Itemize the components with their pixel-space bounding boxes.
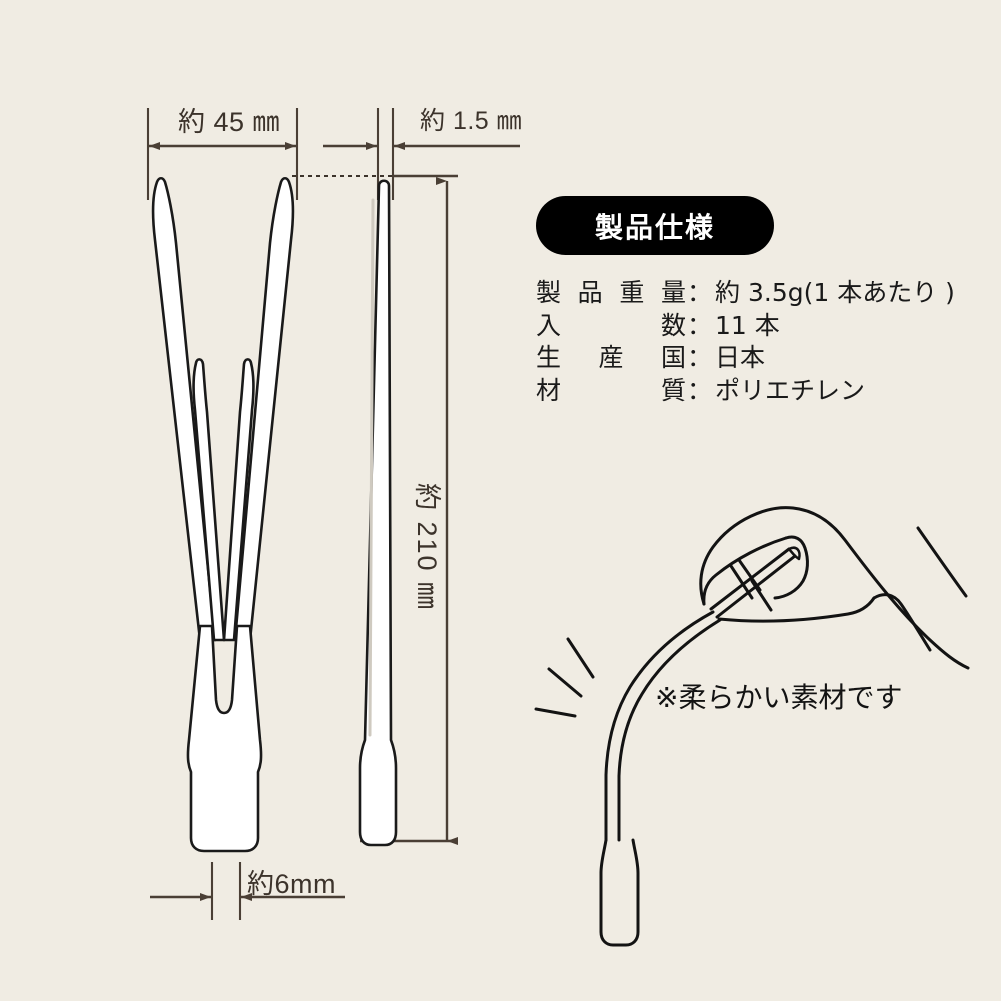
spec-label-weight: 製品重量 — [536, 278, 686, 307]
spec-row-material: 材質 ： ポリエチレン — [536, 375, 956, 408]
spec-value-country: 日本 — [715, 343, 766, 372]
spec-label-quantity: 入数 — [536, 310, 686, 340]
dimension-width-label: 約 45 ㎜ — [178, 107, 281, 137]
spec-header-pill: 製品仕様 — [536, 196, 774, 255]
spec-colon: ： — [687, 375, 713, 405]
spec-colon: ： — [687, 343, 713, 372]
spec-value-weight: 約 3.5g(1 本あたり ) — [715, 278, 955, 307]
spec-colon: ： — [687, 310, 713, 340]
spec-label-material: 材質 — [536, 375, 686, 405]
specification-panel: 製品仕様 製品重量 ： 約 3.5g(1 本あたり ) 入数 ： 11 本 生産… — [536, 196, 956, 407]
spec-rows: 製品重量 ： 約 3.5g(1 本あたり ) 入数 ： 11 本 生産国 ： 日… — [536, 277, 956, 407]
spec-colon: ： — [687, 278, 713, 307]
tweezers-front-view — [151, 176, 295, 853]
spec-row-country: 生産国 ： 日本 — [536, 342, 956, 375]
dimension-height-label: 約 210 ㎜ — [412, 483, 442, 612]
spec-row-weight: 製品重量 ： 約 3.5g(1 本あたり ) — [536, 277, 956, 310]
soft-material-note: ※柔らかい素材です — [655, 681, 903, 714]
hand-illustration — [534, 506, 970, 947]
dimension-thickness-label: 約 1.5 ㎜ — [420, 107, 523, 135]
dimension-arrows — [149, 142, 520, 901]
tweezers-side-view — [358, 179, 398, 847]
spec-row-quantity: 入数 ： 11 本 — [536, 310, 956, 343]
spec-header-title: 製品仕様 — [594, 210, 715, 244]
extension-lines — [146, 108, 395, 920]
spec-value-quantity: 11 本 — [715, 310, 780, 340]
dimension-base-width-label: 約6mm — [247, 869, 336, 899]
spec-label-country: 生産国 — [536, 343, 686, 372]
spec-value-material: ポリエチレン — [715, 375, 866, 405]
